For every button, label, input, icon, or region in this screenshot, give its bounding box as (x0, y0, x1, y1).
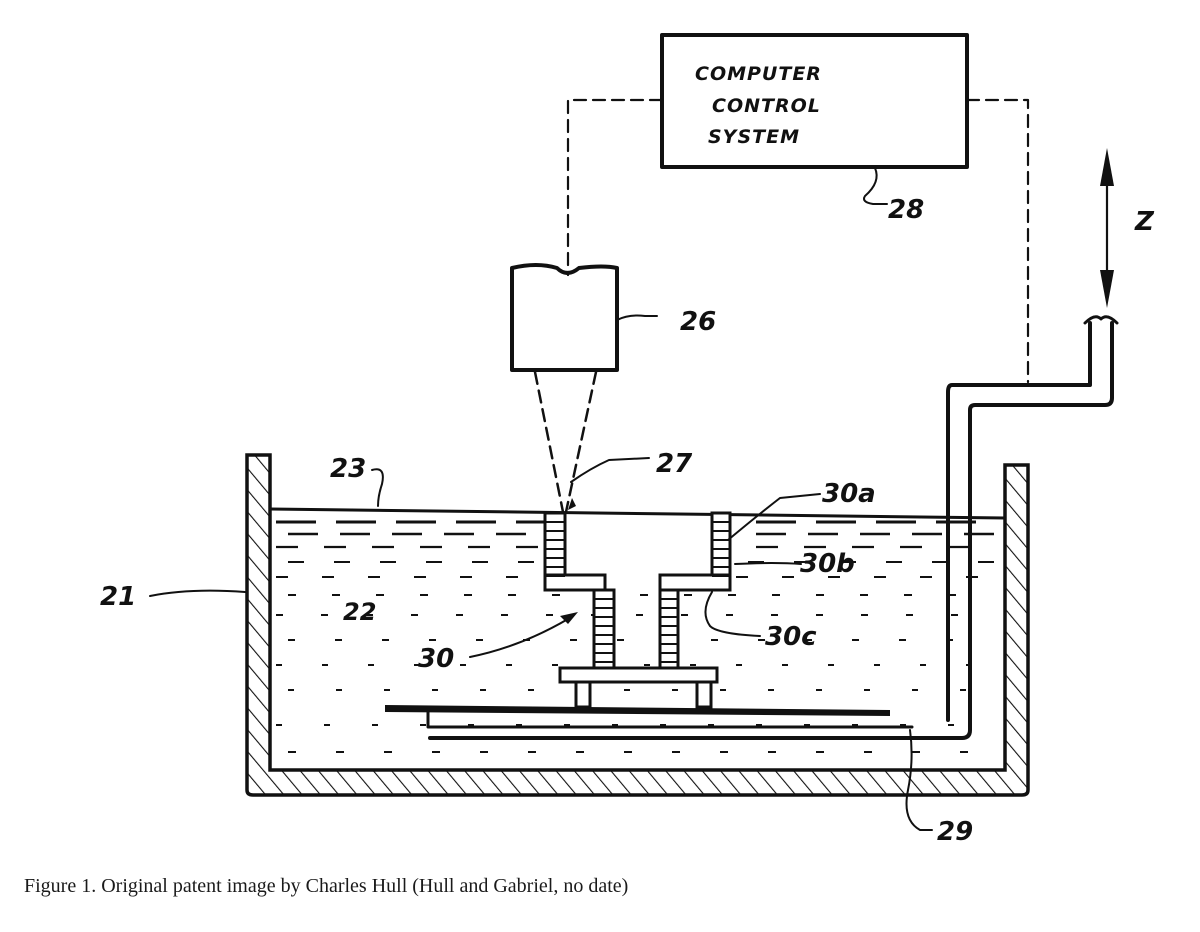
leader-29 (905, 729, 933, 831)
control-line-to-elevator (965, 98, 1030, 384)
label-z: Z (1134, 207, 1155, 237)
label-29: 29 (937, 817, 973, 847)
label-30c: 30c (765, 622, 817, 652)
leader-26 (616, 314, 658, 321)
control-line-to-source (566, 98, 664, 277)
leader-30b (734, 562, 802, 565)
liquid-surface (268, 507, 1007, 520)
leader-30 (469, 618, 569, 658)
platform (385, 705, 914, 729)
liquid-resin (276, 520, 994, 753)
leader-27 (570, 457, 650, 483)
patent-diagram: COMPUTER CONTROL SYSTEM 28 26 Z 21 23 22 (100, 33, 1155, 847)
leader-28 (863, 167, 888, 205)
label-21: 21 (100, 582, 136, 612)
object-30 (543, 511, 732, 709)
light-source (510, 263, 619, 372)
leader-30c (704, 591, 761, 637)
light-beam (533, 370, 598, 514)
label-30b: 30b (800, 549, 855, 579)
tank (245, 453, 1030, 797)
computer-control-system: COMPUTER CONTROL SYSTEM (660, 33, 969, 169)
label-22: 22 (343, 598, 376, 626)
control-box-line-1: COMPUTER (695, 63, 822, 85)
label-23: 23 (330, 454, 366, 484)
control-box-line-3: SYSTEM (708, 126, 800, 148)
figure-caption: Figure 1. Original patent image by Charl… (24, 875, 629, 897)
label-30a: 30a (822, 479, 876, 509)
label-30: 30 (418, 644, 454, 674)
leader-21 (149, 589, 246, 597)
label-28: 28 (888, 195, 924, 225)
elevator-arm (428, 315, 1119, 740)
leader-23 (371, 468, 384, 507)
control-box-line-2: CONTROL (712, 95, 821, 117)
label-27: 27 (656, 449, 693, 479)
leader-30a (727, 493, 821, 541)
z-axis-arrow (1100, 148, 1114, 308)
label-26: 26 (680, 307, 716, 337)
